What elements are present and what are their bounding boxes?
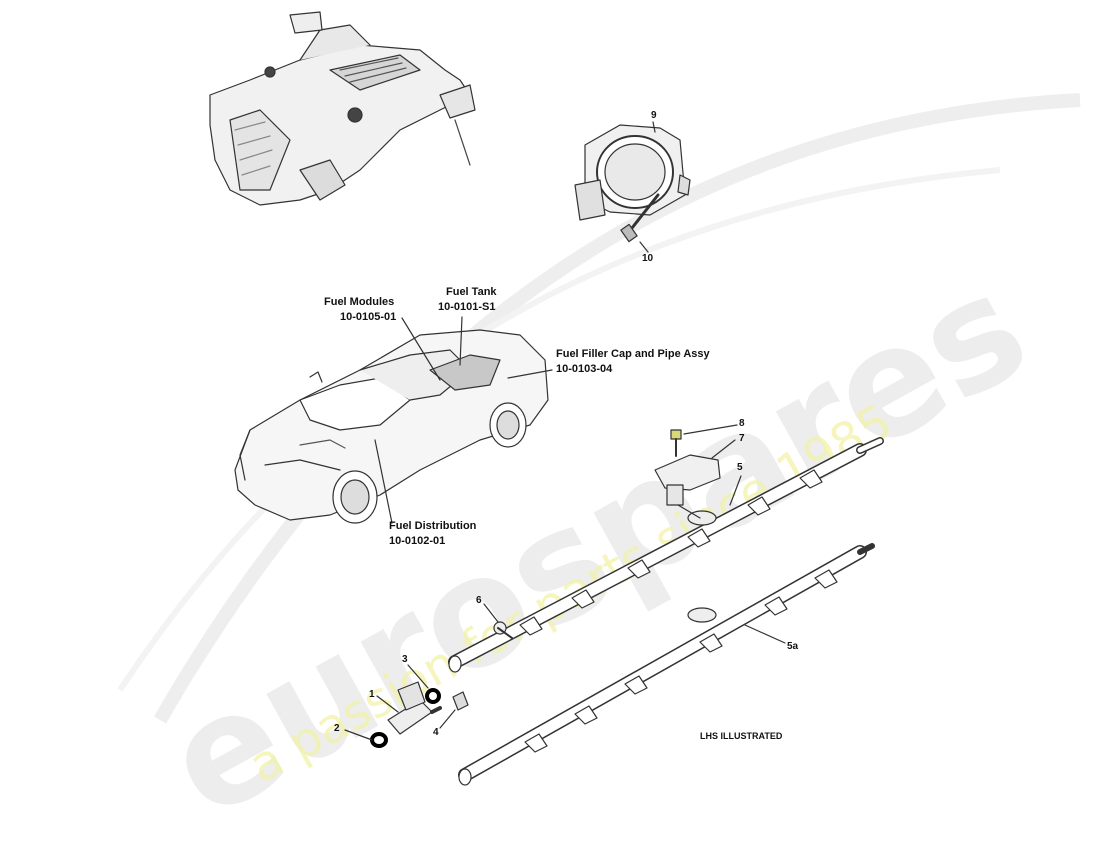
callout-fuel-tank-title: Fuel Tank: [446, 286, 497, 298]
leader-5a: [744, 624, 786, 644]
leader-fuel-tank: [459, 316, 463, 366]
fuel-rail-lower: [458, 543, 875, 786]
part-number-10: 10: [642, 253, 654, 264]
part-number-8: 8: [739, 418, 745, 429]
part-number-1: 1: [369, 689, 375, 700]
leader-10: [639, 241, 649, 253]
part-number-2: 2: [334, 723, 340, 734]
leader-5: [729, 475, 742, 506]
part-number-6: 6: [476, 595, 482, 606]
callout-fuel-tank-code: 10-0101-S1: [438, 301, 496, 313]
leader-fuel-filler: [507, 369, 553, 379]
leader-9: [652, 121, 656, 133]
leader-fuel-distribution: [374, 439, 393, 524]
leader-2: [344, 729, 373, 741]
part-number-5a: 5a: [787, 641, 799, 652]
leader-4: [439, 709, 456, 729]
injector-seal: [370, 732, 388, 748]
callout-fuel-filler-title: Fuel Filler Cap and Pipe Assy: [556, 348, 710, 360]
rail-bolt: [493, 621, 513, 639]
parts-diagram: [209, 11, 884, 786]
fuel-injector: [387, 681, 442, 735]
sensor-screw: [670, 429, 682, 457]
leader-7: [711, 439, 736, 459]
throttle-bolt: [620, 193, 660, 243]
leader-6: [483, 603, 499, 623]
car-illustration: [234, 329, 549, 524]
part-number-5: 5: [737, 462, 743, 473]
callout-fuel-distribution-code: 10-0102-01: [389, 535, 446, 547]
leader-1: [376, 695, 399, 713]
leader-fuel-modules: [401, 317, 441, 381]
engine-illustration: [209, 11, 476, 206]
callout-fuel-distribution-title: Fuel Distribution: [389, 520, 477, 532]
throttle-body: [574, 124, 691, 221]
callout-fuel-modules-code: 10-0105-01: [340, 311, 397, 323]
callout-fuel-modules-title: Fuel Modules: [324, 296, 395, 308]
leader-3: [407, 664, 429, 689]
injector-clip: [452, 691, 469, 711]
lhs-illustrated-note: LHS ILLUSTRATED: [700, 731, 783, 741]
part-number-7: 7: [739, 433, 745, 444]
fuel-rail-upper: [448, 437, 884, 673]
watermark-swoosh: [117, 93, 1081, 724]
part-number-9: 9: [651, 110, 657, 121]
pressure-sensor: [654, 454, 721, 519]
injector-o-ring: [425, 688, 441, 704]
part-number-3: 3: [402, 654, 408, 665]
part-number-4: 4: [433, 727, 439, 738]
leader-8: [683, 424, 738, 435]
callout-fuel-filler-code: 10-0103-04: [556, 363, 613, 375]
